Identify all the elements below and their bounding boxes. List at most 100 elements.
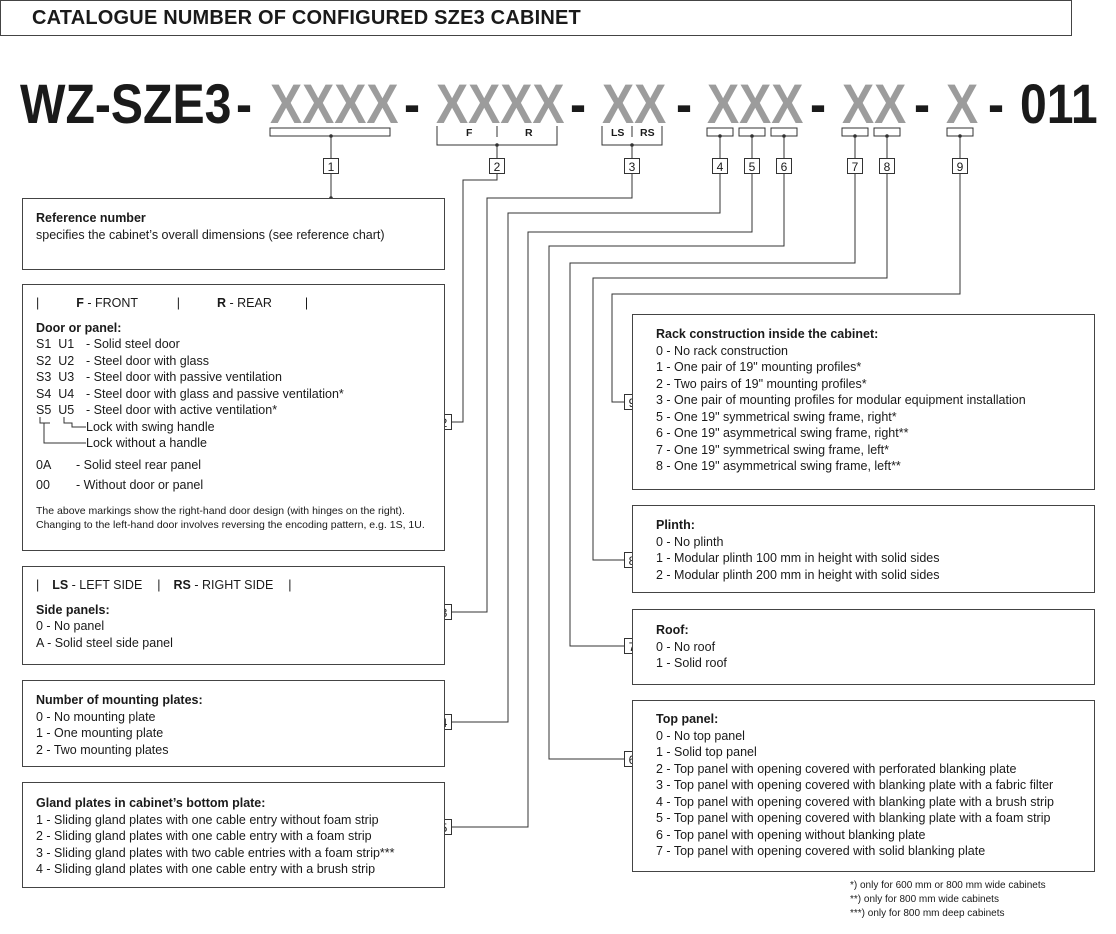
bracket-label-right-side: RS	[640, 127, 655, 139]
panel-text: specifies the cabinet’s overall dimensio…	[36, 227, 385, 242]
code-segment-6: X	[946, 72, 979, 135]
door-note: The above markings show the right-hand d…	[36, 504, 405, 517]
list-item: 1 - One mounting plate	[36, 726, 164, 740]
panel-plinth: Plinth: 0 - No plinth 1 - Modular plinth…	[632, 505, 1095, 593]
list-item: 0 - No mounting plate	[36, 709, 156, 724]
marker-9: 9	[952, 158, 968, 174]
list-item: 7 - One 19" symmetrical swing frame, lef…	[656, 442, 889, 457]
marker-1: 1	[323, 158, 339, 174]
panel-top-panel: Top panel: 0 - No top panel 1 - Solid to…	[632, 700, 1095, 872]
panel-mounting-plates: Number of mounting plates: 0 - No mounti…	[22, 680, 445, 767]
list-item: A - Solid steel side panel	[36, 635, 173, 650]
code-segment-4: XXX	[707, 72, 804, 135]
code-dash: -	[988, 72, 1005, 135]
legend-rear-label: - REAR	[226, 296, 272, 310]
marker-3: 3	[624, 158, 640, 174]
list-item: 0A- Solid steel rear panel	[36, 457, 202, 472]
list-item: S4 U4- Steel door with glass and passive…	[36, 386, 344, 401]
door-note: Changing to the left-hand door involves …	[36, 518, 425, 531]
code-segment-3: XX	[602, 72, 667, 135]
legend-divider: |	[36, 578, 40, 592]
legend-divider: |	[176, 296, 181, 310]
marker-7: 7	[847, 158, 863, 174]
bracket-label-front: F	[466, 127, 473, 139]
side-legend: | LS - LEFT SIDE | RS - RIGHT SIDE |	[36, 577, 431, 594]
bracket-label-left-side: LS	[611, 127, 625, 139]
panel-rack-construction: Rack construction inside the cabinet: 0 …	[632, 314, 1095, 490]
marker-2: 2	[489, 158, 505, 174]
list-item: S3 U3- Steel door with passive ventilati…	[36, 370, 282, 384]
list-item: 0 - No top panel	[656, 728, 745, 743]
panel-roof: Roof: 0 - No roof 1 - Solid roof	[632, 609, 1095, 685]
panel-heading: Roof:	[656, 623, 689, 637]
list-item: 7 - Top panel with opening covered with …	[656, 844, 986, 858]
title-box: CATALOGUE NUMBER OF CONFIGURED SZE3 CABI…	[0, 0, 1072, 36]
list-item: S5 U5- Steel door with active ventilatio…	[36, 403, 278, 417]
footnote: **) only for 800 mm wide cabinets	[850, 894, 999, 905]
list-item: 1 - One pair of 19" mounting profiles*	[656, 360, 862, 374]
panel-side-panels: | LS - LEFT SIDE | RS - RIGHT SIDE | Sid…	[22, 566, 445, 665]
list-item: 4 - Top panel with opening covered with …	[656, 794, 1054, 809]
list-item: 2 - Two mounting plates	[36, 742, 169, 757]
lock-swing-label: Lock with swing handle	[86, 419, 215, 434]
list-item: 3 - Top panel with opening covered with …	[656, 778, 1054, 792]
code-prefix: WZ-SZE3	[20, 72, 232, 135]
code-segment-5: XX	[842, 72, 907, 135]
legend-divider: |	[288, 578, 292, 592]
list-item: 6 - One 19" asymmetrical swing frame, ri…	[656, 426, 909, 440]
lock-legend: Lock with swing handle Lock without a ha…	[36, 416, 431, 453]
legend-right-code: RS	[173, 578, 191, 592]
marker-8: 8	[879, 158, 895, 174]
list-item: 6 - Top panel with opening without blank…	[656, 827, 926, 842]
panel-heading: Gland plates in cabinet’s bottom plate:	[36, 796, 266, 810]
list-item: 5 - One 19" symmetrical swing frame, rig…	[656, 409, 897, 424]
lock-without-label: Lock without a handle	[86, 435, 207, 450]
list-item: 8 - One 19" asymmetrical swing frame, le…	[656, 459, 901, 473]
legend-front-code: F	[76, 296, 84, 310]
panel-heading: Top panel:	[656, 712, 719, 726]
panel-reference-number: Reference number specifies the cabinet’s…	[22, 198, 445, 270]
list-item: 00- Without door or panel	[36, 478, 204, 492]
list-item: 1 - Solid top panel	[656, 745, 757, 759]
list-item: S2 U2- Steel door with glass	[36, 353, 209, 368]
legend-rear-code: R	[216, 296, 227, 310]
bracket-label-rear: R	[525, 127, 533, 139]
panel-heading: Rack construction inside the cabinet:	[656, 327, 879, 341]
legend-right-label: - RIGHT SIDE	[190, 578, 274, 592]
code-dash: -	[810, 72, 827, 135]
footnote: *) only for 600 mm or 800 mm wide cabine…	[850, 880, 1046, 891]
code-suffix: 011	[1020, 72, 1098, 135]
marker-5: 5	[744, 158, 760, 174]
list-item: 1 - Sliding gland plates with one cable …	[36, 812, 379, 827]
list-item: 0 - No roof	[656, 639, 716, 654]
list-item: 0 - No rack construction	[656, 343, 788, 358]
list-item: 3 - Sliding gland plates with two cable …	[36, 845, 395, 860]
list-item: 5 - Top panel with opening covered with …	[656, 811, 1051, 825]
code-dash: -	[676, 72, 693, 135]
list-item: 2 - Two pairs of 19" mounting profiles*	[656, 376, 867, 391]
list-item: 1 - Modular plinth 100 mm in height with…	[656, 551, 940, 565]
footnote: ***) only for 800 mm deep cabinets	[850, 908, 1005, 919]
legend-left-label: - LEFT SIDE	[68, 578, 143, 592]
legend-left-code: LS	[52, 578, 69, 592]
code-segment-2: XXXX	[436, 72, 565, 135]
list-item: 4 - Sliding gland plates with one cable …	[36, 862, 376, 876]
code-dash: -	[570, 72, 587, 135]
panel-heading: Side panels:	[36, 602, 110, 617]
list-item: 0 - No plinth	[656, 534, 724, 549]
marker-4: 4	[712, 158, 728, 174]
legend-front-label: - FRONT	[83, 296, 138, 310]
list-item: 2 - Top panel with opening covered with …	[656, 761, 1017, 776]
panel-door-or-panel: | F - FRONT | R - REAR | Door or panel: …	[22, 284, 445, 551]
lock-legend-lines	[39, 416, 86, 443]
panel-gland-plates: Gland plates in cabinet’s bottom plate: …	[22, 782, 445, 888]
legend-divider: |	[304, 296, 309, 310]
code-segment-1: XXXX	[270, 72, 399, 135]
panel-heading: Door or panel:	[36, 320, 122, 335]
code-dash: -	[404, 72, 421, 135]
panel-heading: Number of mounting plates:	[36, 693, 203, 707]
panel-heading: Plinth:	[656, 518, 695, 532]
legend-divider: |	[157, 578, 161, 592]
list-item: 2 - Sliding gland plates with one cable …	[36, 829, 372, 843]
list-item: 0 - No panel	[36, 619, 105, 633]
